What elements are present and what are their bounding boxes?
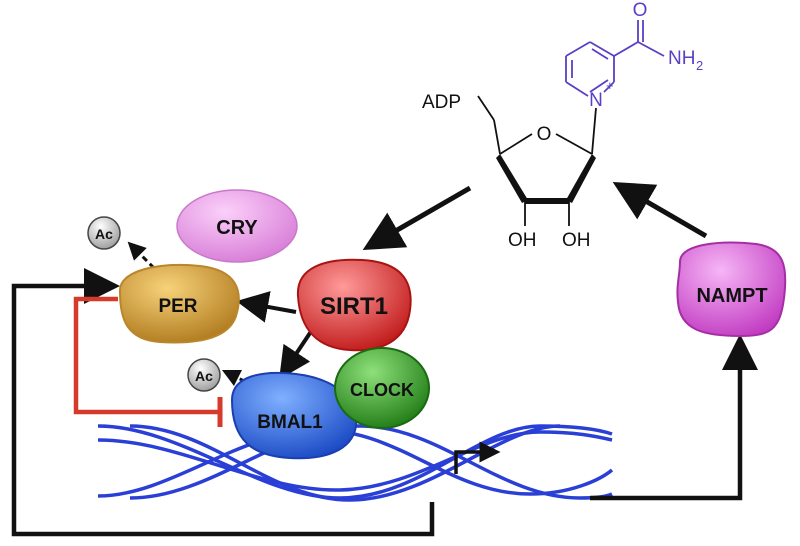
svg-text:BMAL1: BMAL1 [257,412,323,433]
bmal1-acetyl-tag: Ac [187,358,221,392]
svg-text:Ac: Ac [195,368,213,384]
dna-helix [97,424,614,502]
cry-protein: CRY [176,189,298,263]
plus-charge-label: + [606,78,614,93]
pyridinium-ring [565,20,665,97]
bmal1-protein: BMAL1 [230,371,358,460]
feedback-loop-line [11,268,435,537]
nad-to-sirt1-arrow [362,185,472,251]
adp-label: ADP [422,92,461,113]
svg-text:CRY: CRY [216,217,258,239]
svg-text:CLOCK: CLOCK [350,380,414,400]
sirt1-protein: SIRT1 [296,258,412,352]
clock-protein: CLOCK [334,347,430,429]
sirt1-to-per-arrow [236,291,297,323]
svg-text:Ac: Ac [95,226,113,242]
svg-text:NAMPT: NAMPT [696,285,767,307]
oh-right-label: OH [562,230,591,251]
per-acetyl-tag: Ac [87,216,121,250]
n-plus-label: N [589,90,603,111]
transcription-start-arrow [454,441,501,474]
nampt-protein: NAMPT [676,241,787,338]
amide-oxygen-label: O [633,0,648,21]
svg-text:SIRT1: SIRT1 [320,293,388,320]
ring-oxygen-label: O [537,124,552,145]
nampt-to-nad-arrow [612,181,708,239]
per-protein: PER [118,264,240,344]
oh-left-label: OH [508,230,537,251]
per-deacetylation-arrow [127,241,156,270]
svg-text:PER: PER [158,296,197,317]
nad-structure: ADP O OH OH N [422,0,703,251]
sirt1-to-bmal1-arrow [279,328,314,380]
nampt-expression-line [590,334,758,501]
amine-label: NH [668,48,695,69]
amine-subscript: 2 [696,58,703,73]
per-inhibition-line [73,296,218,415]
